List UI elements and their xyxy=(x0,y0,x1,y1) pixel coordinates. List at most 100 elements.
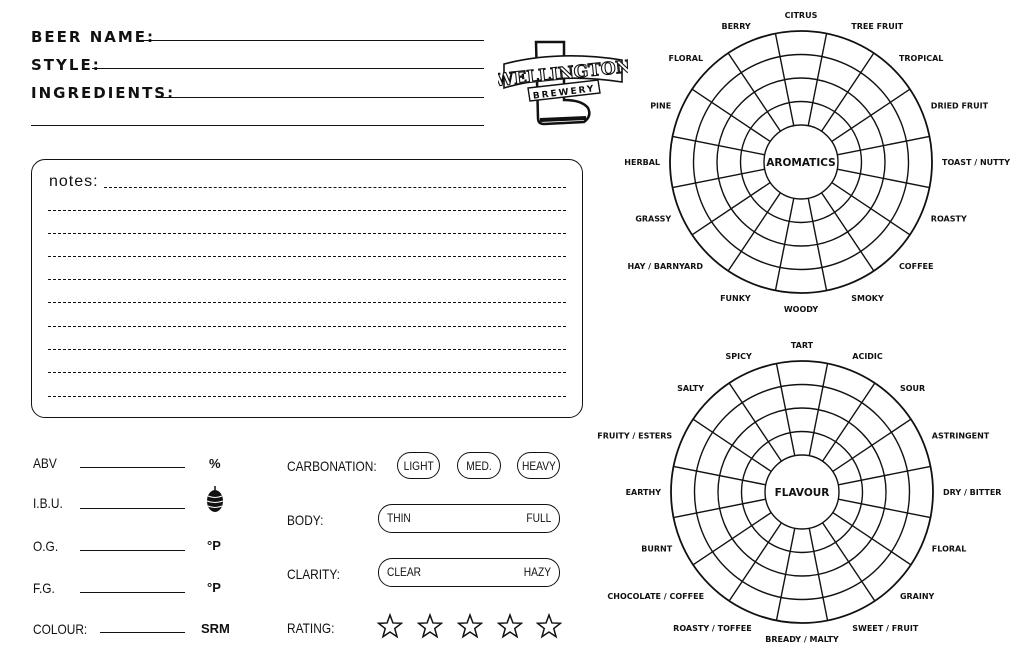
notes-line[interactable] xyxy=(48,210,566,211)
aromatics-spoke xyxy=(831,181,911,236)
flavour-spoke xyxy=(838,465,931,486)
og-label: O.G. xyxy=(33,538,59,554)
notes-line[interactable] xyxy=(48,326,566,327)
fg-field[interactable] xyxy=(80,592,185,593)
notes-label: notes: xyxy=(49,173,99,190)
aromatics-spoke xyxy=(672,168,765,189)
star-icon[interactable] xyxy=(457,613,483,639)
aromatics-label: HAY / BARNYARD xyxy=(627,262,703,271)
flavour-label: SALTY xyxy=(677,384,704,393)
aromatics-label: PINE xyxy=(650,102,671,111)
carbonation-light-option[interactable]: LIGHT xyxy=(397,452,440,479)
body-scale[interactable]: THIN FULL xyxy=(378,504,560,533)
flavour-label: GRAINY xyxy=(900,592,935,601)
flavour-label: ROASTY / TOFFEE xyxy=(673,624,752,633)
clarity-label: CLARITY: xyxy=(287,566,340,582)
star-icon[interactable] xyxy=(377,613,403,639)
notes-line[interactable] xyxy=(48,256,566,257)
notes-line[interactable] xyxy=(48,302,566,303)
aromatics-spoke xyxy=(820,192,875,272)
ibu-label: I.B.U. xyxy=(33,495,63,511)
aromatics-spoke xyxy=(837,168,930,189)
aromatics-label: DRIED FRUIT xyxy=(931,102,989,111)
flavour-spoke xyxy=(832,511,912,566)
colour-label: COLOUR: xyxy=(33,621,88,637)
og-field[interactable] xyxy=(80,550,185,551)
aromatics-spoke xyxy=(831,88,911,143)
notes-line[interactable] xyxy=(48,279,566,280)
notes-line[interactable] xyxy=(104,187,566,188)
star-icon[interactable] xyxy=(536,613,562,639)
ingredients-field-line-2[interactable] xyxy=(31,125,484,126)
flavour-spoke xyxy=(692,511,772,566)
flavour-label: DRY / BITTER xyxy=(943,488,1001,497)
notes-line[interactable] xyxy=(48,396,566,397)
aromatics-ring xyxy=(692,53,910,271)
flavour-label: CHOCOLATE / COFFEE xyxy=(607,592,704,601)
ibu-field[interactable] xyxy=(80,508,185,509)
abv-field[interactable] xyxy=(80,467,185,468)
flavour-label: ACIDIC xyxy=(852,352,883,361)
aromatics-label: FUNKY xyxy=(720,294,751,303)
aromatics-label: HERBAL xyxy=(624,158,660,167)
flavour-ring xyxy=(740,430,864,554)
fg-label: F.G. xyxy=(33,580,55,596)
carbonation-label: CARBONATION: xyxy=(287,458,377,474)
aromatics-label: TREE FRUIT xyxy=(851,22,903,31)
body-max: FULL xyxy=(526,511,551,525)
abv-unit: % xyxy=(209,456,221,471)
notes-line[interactable] xyxy=(48,233,566,234)
aromatics-label: WOODY xyxy=(784,305,818,314)
flavour-label: EARTHY xyxy=(626,488,662,497)
colour-field[interactable] xyxy=(100,632,185,633)
flavour-ring xyxy=(670,360,934,624)
flavour-label: SWEET / FRUIT xyxy=(852,624,919,633)
style-field[interactable] xyxy=(92,68,484,69)
rating-label: RATING: xyxy=(287,620,335,636)
aromatics-center-label: AROMATICS xyxy=(766,157,835,169)
aromatics-spoke xyxy=(774,198,795,291)
flavour-ring xyxy=(717,407,887,577)
flavour-label: FLORAL xyxy=(932,544,967,553)
aromatics-spoke xyxy=(691,181,771,236)
beer-name-field[interactable] xyxy=(139,40,484,41)
clarity-min: CLEAR xyxy=(387,565,422,579)
flavour-center-label: FLAVOUR xyxy=(775,487,830,499)
star-icon[interactable] xyxy=(497,613,523,639)
aromatics-spoke xyxy=(807,33,828,126)
aromatics-label: TROPICAL xyxy=(899,54,943,63)
aromatics-spoke xyxy=(774,33,795,126)
flavour-ring xyxy=(693,383,911,601)
flavour-label: SPICY xyxy=(725,352,751,361)
flavour-spoke xyxy=(838,498,931,519)
aromatics-ring xyxy=(739,100,863,224)
flavour-ring xyxy=(764,454,840,530)
aromatics-ring xyxy=(763,124,839,200)
carbonation-heavy-option[interactable]: HEAVY xyxy=(517,452,560,479)
ingredients-label: INGREDIENTS: xyxy=(31,84,176,102)
flavour-label: BURNT xyxy=(641,544,672,553)
notes-line[interactable] xyxy=(48,372,566,373)
flavour-spoke xyxy=(673,498,766,519)
notes-box xyxy=(31,159,583,418)
flavour-label: FRUITY / ESTERS xyxy=(597,432,672,441)
flavour-spoke xyxy=(775,528,796,621)
star-icon[interactable] xyxy=(417,613,443,639)
clarity-max: HAZY xyxy=(523,565,551,579)
aromatics-label: SMOKY xyxy=(851,294,884,303)
ingredients-field[interactable] xyxy=(156,97,484,98)
clarity-scale[interactable]: CLEAR HAZY xyxy=(378,558,560,587)
carbonation-med-option[interactable]: MED. xyxy=(457,452,501,479)
flavour-spoke xyxy=(832,418,912,473)
colour-unit: SRM xyxy=(201,621,230,636)
flavour-spoke xyxy=(728,522,783,602)
flavour-label: BREADY / MALTY xyxy=(765,635,839,644)
og-unit: °P xyxy=(207,538,221,553)
aromatics-label: ROASTY xyxy=(931,214,967,223)
flavour-spoke xyxy=(808,363,829,456)
notes-line[interactable] xyxy=(48,349,566,350)
aromatics-spoke xyxy=(807,198,828,291)
